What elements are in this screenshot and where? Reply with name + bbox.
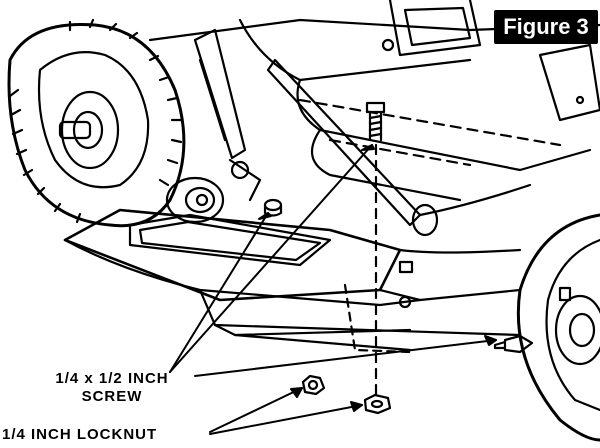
locknut-left-icon: [301, 374, 326, 396]
screw-callout-label: 1/4 x 1/2 INCH SCREW: [22, 370, 202, 406]
screw-size-text: 1/4 x 1/2 INCH: [55, 370, 169, 387]
figure-label: Figure 3: [494, 10, 598, 44]
mower-deck: [63, 208, 522, 354]
locknut-callout-label: 1/4 INCH LOCKNUT: [2, 426, 158, 443]
rear-tire: [7, 18, 186, 228]
screw-type-text: SCREW: [81, 388, 143, 405]
screw-icon: [365, 101, 386, 142]
tractor-body: [148, 0, 600, 202]
front-tire: [516, 213, 600, 442]
screw-right-icon: [493, 334, 534, 354]
locknut-callout-arrows: [209, 387, 363, 435]
screw-callout-arrows: [169, 144, 497, 377]
locknut-icon: [363, 393, 392, 415]
lift-lever: [193, 28, 532, 237]
plug-icon: [263, 198, 283, 217]
